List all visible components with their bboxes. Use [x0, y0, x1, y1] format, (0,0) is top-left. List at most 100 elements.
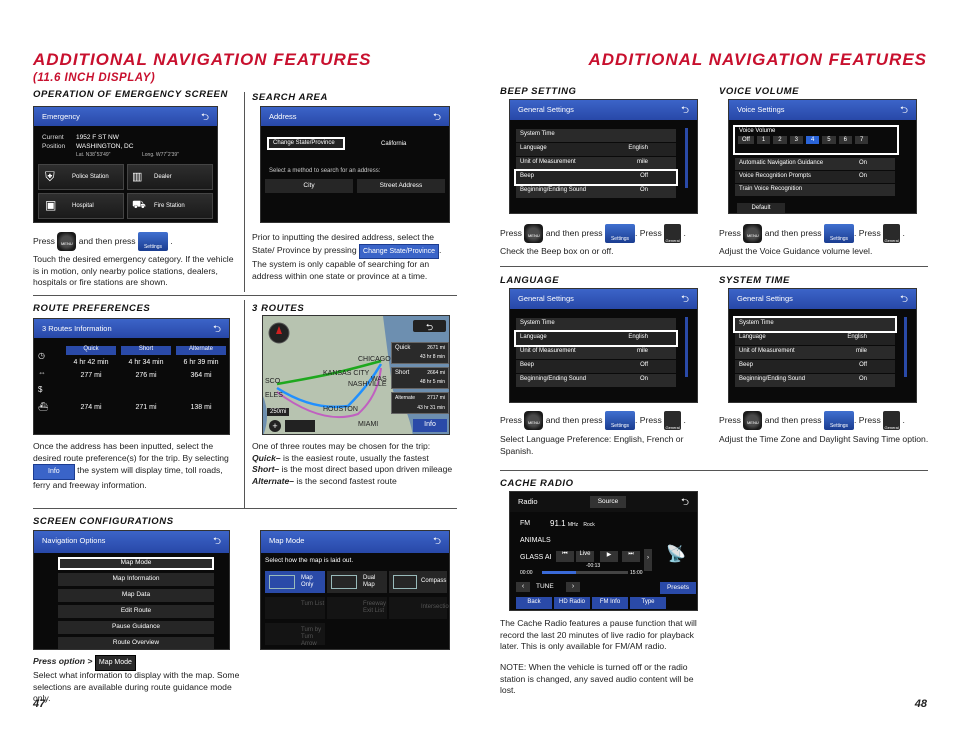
- default-button[interactable]: Default: [737, 203, 785, 213]
- back-tab-button[interactable]: Back: [516, 597, 552, 609]
- vol-4[interactable]: 4: [805, 136, 820, 144]
- side-arrow-button[interactable]: ›: [644, 549, 652, 571]
- vol-7[interactable]: 7: [854, 136, 869, 144]
- map-control-bar[interactable]: [285, 420, 315, 432]
- route-alt-line: [276, 367, 382, 419]
- right-banner: ADDITIONAL NAVIGATION FEATURES: [588, 50, 927, 69]
- nav-option-route-overview[interactable]: Route Overview: [58, 637, 214, 649]
- vol-6[interactable]: 6: [838, 136, 852, 144]
- settings-button-icon: Settings: [605, 411, 635, 430]
- screen-config-body: Select what information to display with …: [33, 670, 240, 704]
- source-button[interactable]: Source: [590, 496, 626, 508]
- settings-button-icon: Settings: [824, 411, 854, 430]
- back-icon[interactable]: ⮌: [413, 320, 446, 332]
- map-only-option[interactable]: Map Only: [265, 571, 325, 593]
- fm-info-tab[interactable]: FM Info: [592, 597, 628, 609]
- clock-icon: ◷: [38, 351, 45, 360]
- vol-off[interactable]: Off: [738, 136, 754, 144]
- scrollbar[interactable]: [685, 317, 688, 377]
- voice-settings-screen: Voice Settings⮌ Voice Volume Off 1 2 3 4…: [728, 99, 917, 214]
- presets-button[interactable]: Presets: [660, 582, 696, 594]
- general-button-icon: General: [883, 224, 901, 243]
- beep-body: Check the Beep box on or off.: [500, 246, 614, 256]
- vol-3[interactable]: 3: [789, 136, 803, 144]
- route-preferences-heading: ROUTE PREFERENCES: [33, 303, 151, 314]
- city-button[interactable]: City: [265, 179, 353, 193]
- info-inline: Info: [33, 464, 75, 480]
- alternate-column[interactable]: Alternate 6 hr 39 min 364 mi 138 mi: [176, 346, 226, 411]
- longitude: Long. W77˚2'39": [142, 152, 179, 158]
- menu-button-icon: [524, 224, 544, 243]
- three-routes-heading: 3 ROUTES: [252, 303, 305, 314]
- routes-info-screen: 3 Routes Information⮌ ◷⇔$⛴ Quick 4 hr 42…: [33, 318, 230, 435]
- nav-option-map-data[interactable]: Map Data: [58, 589, 214, 602]
- systime-body: Adjust the Time Zone and Daylight Saving…: [719, 434, 929, 444]
- row-system-time[interactable]: System Time: [516, 318, 676, 331]
- scrollbar[interactable]: [685, 128, 688, 188]
- compass-option[interactable]: Compass: [389, 571, 447, 593]
- scrollbar[interactable]: [904, 317, 907, 377]
- fast-forward-button[interactable]: ⏭: [622, 551, 640, 562]
- fire-station-button[interactable]: ⛟Fire Station: [127, 193, 213, 219]
- nav-option-map-information[interactable]: Map Information: [58, 573, 214, 586]
- map-info-button[interactable]: Info: [413, 419, 447, 432]
- three-routes-body: One of three routes may be chosen for th…: [252, 441, 453, 486]
- quick-column[interactable]: Quick 4 hr 42 min 277 mi 274 mi: [66, 346, 116, 411]
- hd-radio-tab[interactable]: HD Radio: [554, 597, 590, 609]
- voice-volume-box[interactable]: Voice Volume Off 1 2 3 4 5 6 7: [733, 125, 899, 155]
- left-banner: ADDITIONAL NAVIGATION FEATURES: [33, 50, 372, 69]
- short-column[interactable]: Short 4 hr 34 min 276 mi 271 mi: [121, 346, 171, 411]
- tune-up-button[interactable]: ›: [566, 582, 580, 592]
- row-system-time[interactable]: System Time: [516, 129, 676, 142]
- change-state-button[interactable]: Change State/Province: [267, 137, 345, 150]
- cache-progress-bar[interactable]: [542, 571, 628, 574]
- rewind-button[interactable]: ⏮: [556, 551, 574, 562]
- vol-5[interactable]: 5: [822, 136, 836, 144]
- nav-option-edit-route[interactable]: Edit Route: [58, 605, 214, 618]
- vol-2[interactable]: 2: [773, 136, 787, 144]
- row-train-voice[interactable]: Train Voice Recognition: [735, 184, 895, 196]
- tune-down-button[interactable]: ‹: [516, 582, 530, 592]
- type-tab[interactable]: Type: [630, 597, 666, 609]
- dealer-button[interactable]: ▥Dealer: [127, 164, 213, 190]
- hospital-button[interactable]: ▣Hospital: [38, 193, 124, 219]
- general-settings-title: General Settings: [518, 294, 574, 303]
- street-address-button[interactable]: Street Address: [357, 179, 445, 193]
- general-button-icon: General: [664, 411, 682, 430]
- nav-option-map-mode[interactable]: Map Mode: [58, 557, 214, 570]
- dual-map-option[interactable]: Dual Map: [327, 571, 387, 593]
- live-button[interactable]: Live: [576, 551, 594, 562]
- radio-screen: Radio⮌ Source FM 91.1 MHz Rock ANIMALS G…: [509, 491, 698, 611]
- address-screen: Address⮌ Change State/Province Californi…: [260, 106, 450, 223]
- zoom-in-icon[interactable]: +: [269, 420, 281, 432]
- police-station-button[interactable]: ⛨Police Station: [38, 164, 124, 190]
- row-system-time[interactable]: System Time: [733, 316, 897, 333]
- nav-option-pause-guidance[interactable]: Pause Guidance: [58, 621, 214, 634]
- radio-line-title: GLASS AI: [520, 554, 552, 561]
- play-button[interactable]: ▶: [600, 551, 618, 562]
- cache-time-start: 00:00: [520, 570, 533, 576]
- map-mode-inline: Map Mode: [94, 655, 136, 671]
- menu-button-icon: [743, 411, 763, 430]
- route-preferences-body: Once the address has been inputted, sele…: [33, 441, 229, 490]
- vol-1[interactable]: 1: [756, 136, 771, 144]
